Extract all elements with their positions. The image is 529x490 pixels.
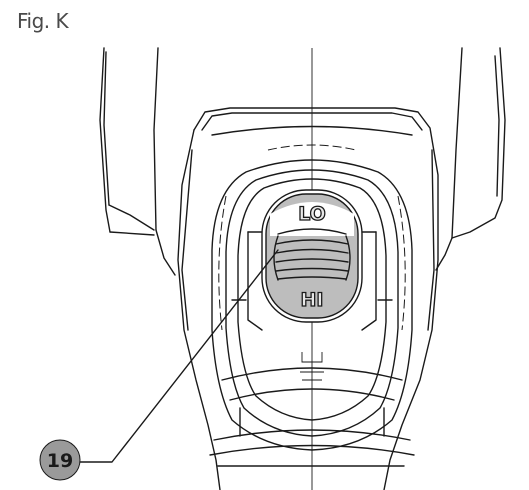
lower-housing xyxy=(209,352,415,467)
callout-number: 19 xyxy=(47,450,73,472)
left-housing xyxy=(99,47,176,276)
bezel-rings xyxy=(211,144,413,451)
speed-slide-switch: LO HI xyxy=(261,189,363,323)
lo-label: LO xyxy=(298,203,326,225)
figure-caption: Fig. K xyxy=(17,9,69,33)
outer-shell xyxy=(177,107,439,490)
callout-leader-line xyxy=(77,249,279,463)
right-housing xyxy=(435,47,506,271)
callout-19: 19 xyxy=(39,439,81,481)
hi-label: HI xyxy=(301,289,324,311)
switch-grip-ridges xyxy=(273,228,351,281)
